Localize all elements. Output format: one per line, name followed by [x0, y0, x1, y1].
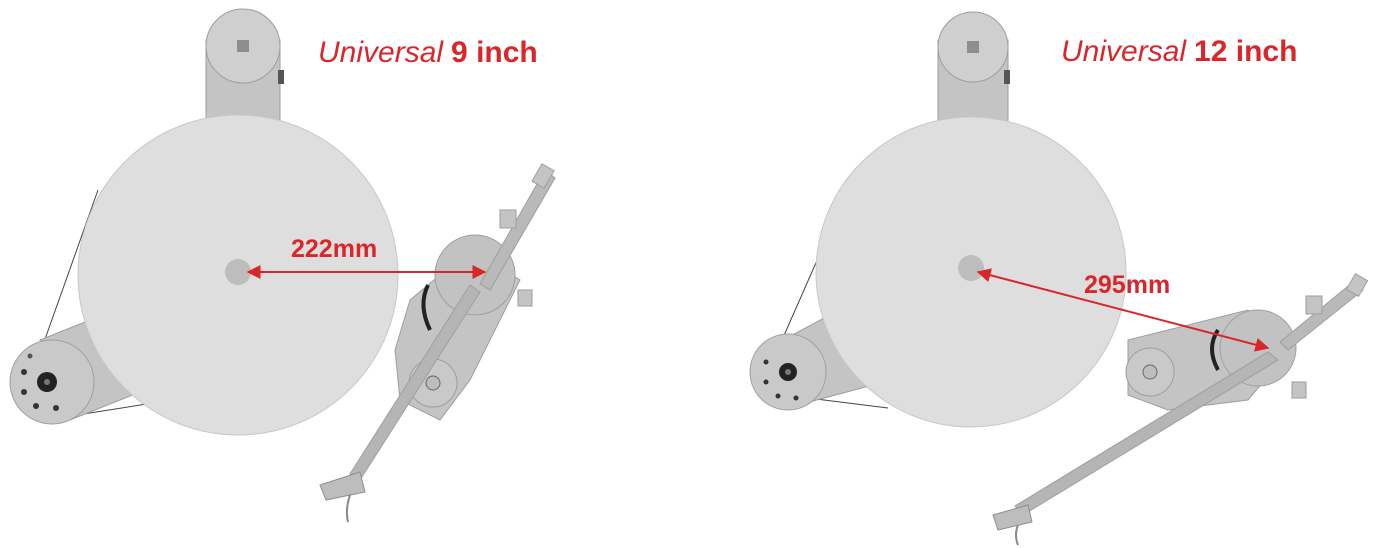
rear-pillar: [205, 8, 284, 131]
platter: [815, 116, 1127, 428]
model-name: Universal: [318, 36, 444, 69]
distance-arrow: [976, 268, 1270, 352]
spindle: [225, 259, 251, 285]
tonearm-base: [394, 234, 521, 421]
model-name: Universal: [1061, 35, 1187, 68]
headshell: [992, 504, 1033, 531]
turntable-9-inch-drawing: [9, 8, 556, 523]
model-size: 12 inch: [1194, 35, 1298, 68]
tonearm: [992, 273, 1369, 546]
tonearm: [319, 163, 556, 523]
headshell: [319, 471, 366, 501]
motor-pod: [9, 339, 95, 425]
tonearm-cable: [421, 284, 432, 331]
model-size: 9 inch: [451, 36, 538, 69]
motor-pod: [749, 333, 827, 411]
rear-pillar: [937, 11, 1010, 131]
platter: [77, 114, 399, 436]
distance-label: 222mm: [291, 235, 378, 263]
turntable-12-inch-drawing: [749, 11, 1369, 546]
spindle: [958, 255, 984, 281]
distance-label: 295mm: [1084, 271, 1171, 299]
